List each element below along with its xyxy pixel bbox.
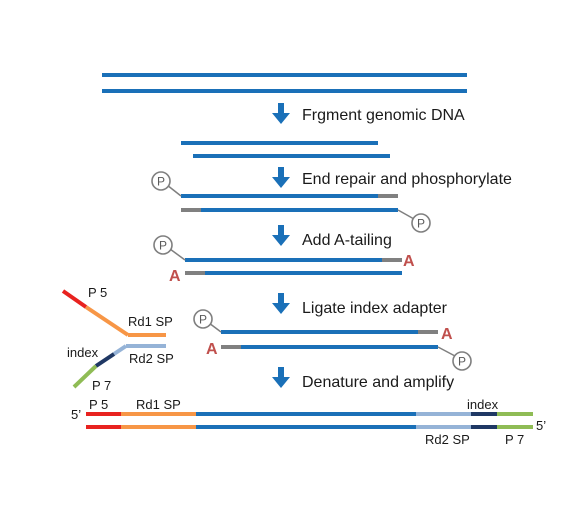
phosphate-icon: P [193, 309, 222, 333]
arrow-down-icon [272, 293, 290, 314]
final-rd1sp-label: Rd1 SP [136, 397, 181, 412]
fragmented-dna [181, 141, 390, 158]
a-tail-top: A [403, 253, 415, 270]
svg-text:P: P [157, 175, 165, 189]
adapter-p7-label: P 7 [92, 378, 111, 393]
final-top-5prime-label: 5’ [71, 407, 81, 422]
phosphate-icon: P [153, 235, 186, 261]
a-tail-top: A [441, 326, 453, 343]
adapter-index-segment [94, 352, 116, 368]
a-tail-bottom: A [169, 268, 181, 285]
a-tailed-dna: P A A [153, 235, 415, 285]
a-tail-bottom: A [206, 341, 218, 358]
adapter-p5-label: P 5 [88, 285, 107, 300]
step-1: Frgment genomic DNA [272, 103, 465, 124]
final-p5-label: P 5 [89, 397, 108, 412]
ligation-dna: P P A A [193, 309, 472, 371]
svg-text:P: P [159, 239, 167, 253]
step-3: Add A-tailing [272, 225, 392, 249]
phosphate-icon: P [151, 171, 182, 197]
adapter-index-label: index [67, 345, 99, 360]
adapter-p5-segment [61, 289, 88, 309]
adapter-p7-segment [72, 364, 98, 389]
final-p7-label: P 7 [505, 432, 524, 447]
final-index-label: index [467, 397, 499, 412]
adapter-rd1sp-label: Rd1 SP [128, 314, 173, 329]
step-2: End repair and phosphorylate [272, 167, 512, 188]
arrow-down-icon [272, 103, 290, 124]
step-4: Ligate index adapter [272, 293, 448, 317]
final-library: 5’ P 5 Rd1 SP index 5’ Rd2 SP P 7 [71, 397, 546, 447]
final-rd2sp-label: Rd2 SP [425, 432, 470, 447]
adapter-rd2sp-segment [112, 344, 128, 356]
step-3-label: Add A-tailing [302, 232, 392, 249]
svg-text:P: P [458, 355, 466, 369]
index-adapter: P 5 Rd1 SP index Rd2 SP P 7 [61, 285, 174, 393]
step-5-label: Denature and amplify [302, 374, 454, 391]
adapter-rd1sp-segment [84, 305, 130, 337]
phosphate-icon: P [397, 209, 431, 233]
step-5: Denature and amplify [272, 367, 454, 391]
end-repaired-dna: P P [151, 171, 431, 233]
step-4-label: Ligate index adapter [302, 300, 448, 317]
arrow-down-icon [272, 367, 290, 388]
phosphate-icon: P [437, 346, 472, 371]
final-bottom-5prime-label: 5’ [536, 418, 546, 433]
genomic-dna [102, 73, 467, 93]
step-1-label: Frgment genomic DNA [302, 107, 465, 124]
svg-text:P: P [199, 313, 207, 327]
step-2-label: End repair and phosphorylate [302, 171, 512, 188]
svg-text:P: P [417, 217, 425, 231]
adapter-rd2sp-label: Rd2 SP [129, 351, 174, 366]
arrow-down-icon [272, 167, 290, 188]
arrow-down-icon [272, 225, 290, 246]
